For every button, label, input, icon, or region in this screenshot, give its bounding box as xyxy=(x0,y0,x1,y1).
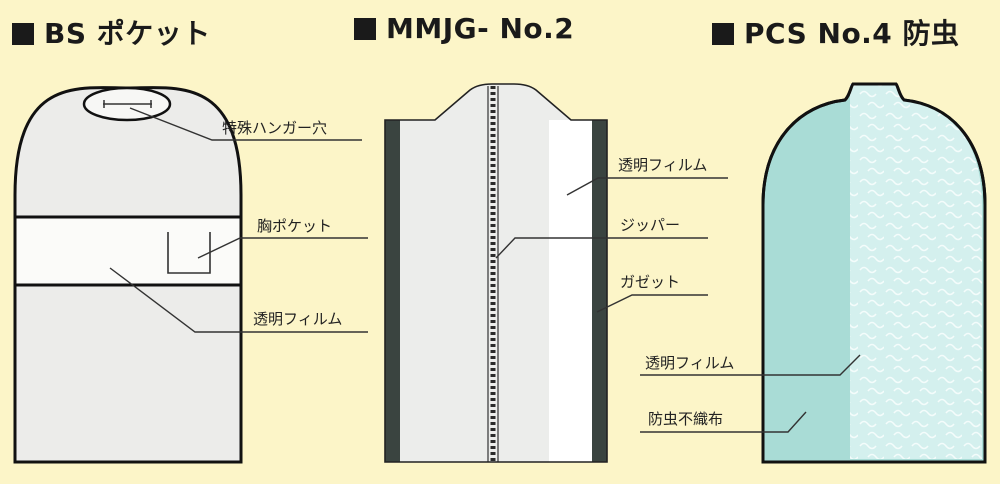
square-bullet-icon xyxy=(12,23,34,45)
label-zipper: ジッパー xyxy=(620,216,681,234)
label-insect-nonwoven: 防虫不織布 xyxy=(648,410,724,428)
left-gusset xyxy=(385,120,400,462)
square-bullet-icon xyxy=(354,18,376,40)
pcs-bag xyxy=(640,82,987,464)
chest-pocket-band xyxy=(13,215,243,287)
label-clear-film-bs: 透明フィルム xyxy=(253,310,343,328)
label-gusset: ガゼット xyxy=(620,273,681,291)
bs-pocket-title: BS ポケット xyxy=(12,12,211,52)
pcs-title-text: PCS No.4 防虫 xyxy=(744,17,960,50)
pcs-title: PCS No.4 防虫 xyxy=(712,12,960,52)
bs-pocket-title-text: BS ポケット xyxy=(44,17,211,50)
clear-film-panel xyxy=(549,120,595,462)
label-special-hanger-hole: 特殊ハンガー穴 xyxy=(222,119,328,137)
label-clear-film-mmjg: 透明フィルム xyxy=(618,156,708,174)
right-gusset xyxy=(592,120,607,462)
label-chest-pocket: 胸ポケット xyxy=(257,217,333,235)
mmjg-title: MMJG- No.2 xyxy=(354,12,574,45)
bs-pocket-bag xyxy=(13,86,368,464)
mmjg-bag xyxy=(384,83,728,463)
mmjg-title-text: MMJG- No.2 xyxy=(386,12,575,45)
square-bullet-icon xyxy=(712,23,734,45)
label-clear-film-pcs: 透明フィルム xyxy=(645,354,735,372)
